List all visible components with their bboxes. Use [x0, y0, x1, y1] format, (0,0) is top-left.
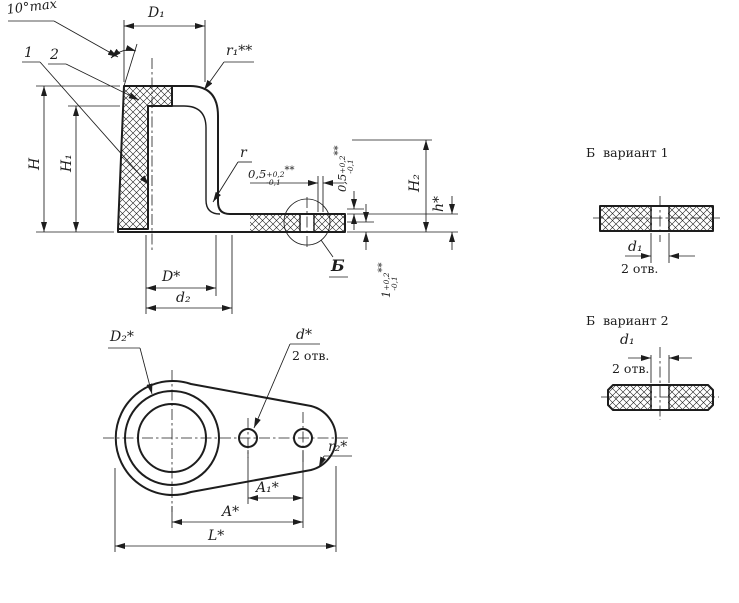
plan-dimensions: [108, 343, 352, 552]
section-dimensions: [8, 20, 458, 314]
tolerance-label-edge-side: 0,5+0,2-0,1**: [333, 145, 355, 192]
dim-label-h: h*: [431, 195, 447, 212]
variant2-dim-d1: d₁: [620, 332, 635, 348]
dim-label-H: H: [27, 157, 43, 170]
tol-plus: +0,2: [266, 170, 285, 179]
dim-label-D: D*: [162, 269, 181, 285]
dim-label-d: d*: [296, 327, 312, 343]
tol-value: 0,5: [335, 173, 349, 192]
tolerance-label-depth: 1+0,2-0,1**: [377, 262, 399, 298]
variant2-block: [607, 384, 714, 411]
tolerance-label-edge-top: 0,5+0,2-0,1**: [248, 165, 295, 187]
dim-label-H2: H₂: [407, 174, 423, 192]
section-view-geometry: [117, 85, 346, 233]
flange-section-hatch: [250, 215, 345, 232]
plan-outline: [114, 380, 337, 496]
detail-mark-B: Б: [331, 256, 345, 275]
dim-label-D1: D₁: [148, 5, 165, 21]
variant1-dim-d1: d₁: [628, 239, 643, 255]
variant2-hole-count: 2 отв.: [612, 361, 650, 376]
tol-stars: **: [284, 165, 295, 176]
tol-minus: -0,1: [389, 276, 399, 291]
tol-stars: **: [377, 262, 388, 273]
tol-minus: -0,1: [266, 177, 281, 187]
item-1-callout: 1: [24, 45, 33, 61]
dim-label-A: A*: [222, 504, 240, 520]
section-centerlines: [151, 58, 308, 252]
tol-value: 1: [379, 290, 393, 298]
variant2-title: Б вариант 2: [586, 313, 669, 328]
variant1-hole-count: 2 отв.: [621, 261, 659, 276]
tol-value: 0,5: [248, 167, 267, 181]
dim-label-d2: d₂: [176, 290, 191, 306]
item-2-callout: 2: [50, 47, 59, 63]
dim-label-L: L*: [208, 528, 225, 544]
dim-label-H1: H₁: [59, 154, 75, 172]
variant1-title: Б вариант 1: [586, 145, 669, 160]
grommet-section-hatch: [117, 85, 173, 230]
hole-count-label: 2 отв.: [292, 348, 330, 363]
dim-label-r2: r₂*: [328, 439, 348, 455]
variant1-block: [599, 205, 714, 232]
dim-label-r: r: [240, 145, 247, 161]
bracket-outer-outline: [117, 85, 346, 233]
dim-label-A1: A₁*: [256, 480, 279, 496]
variant2-geometry: [601, 347, 719, 420]
bracket-inner-outline: [172, 105, 221, 215]
detail-circle-B: [283, 198, 331, 246]
tol-minus: -0,1: [345, 159, 355, 174]
variant1-geometry: [593, 196, 720, 263]
dim-label-D2: D₂*: [110, 329, 134, 345]
tol-stars: **: [333, 145, 344, 156]
dim-label-r1: r₁**: [226, 43, 253, 59]
